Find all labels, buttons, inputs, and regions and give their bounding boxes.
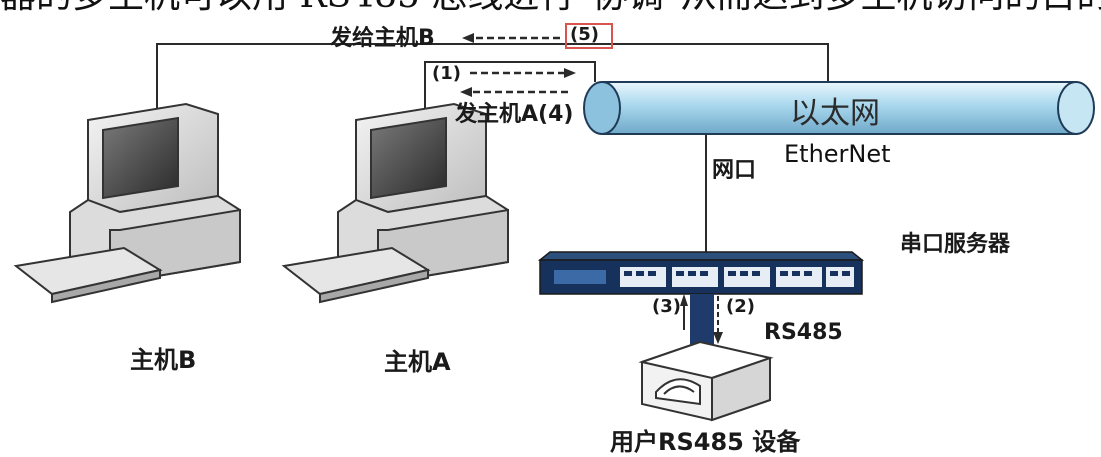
step3-label: (3) (652, 296, 681, 317)
arrow-head-step1 (564, 68, 576, 78)
header-text: 器的多主机可以用 RS485 总线进行"协调"从而达到多主机访问的目的。 (0, 0, 1101, 18)
serial-server (537, 251, 865, 295)
step5-label: (5) (570, 24, 599, 45)
host-b-computer (13, 102, 241, 304)
dashed-arrows (470, 36, 568, 94)
arrow-head-host-a (460, 87, 472, 97)
host-a-computer (281, 102, 509, 304)
step5-box (565, 23, 613, 49)
ethernet-label-en: EtherNet (784, 140, 891, 168)
host-a-label: 主机A (384, 348, 451, 376)
network-port-label: 网口 (712, 158, 757, 183)
user-rs485-device-label: 用户RS485 设备 (610, 428, 801, 456)
send-to-host-a-label: 发主机A(4) (455, 102, 574, 127)
step2-label: (2) (726, 296, 755, 317)
host-b-ethernet-line (156, 43, 829, 118)
host-b-label: 主机B (130, 346, 197, 374)
connection-lines (156, 43, 829, 255)
rs485-link (680, 294, 723, 350)
rs485-device (638, 340, 774, 422)
arrow-head-host-b (462, 33, 474, 43)
send-to-host-b-label: 发给主机B (330, 26, 435, 51)
arrow-heads (460, 33, 576, 97)
step1-label: (1) (432, 63, 461, 84)
ethernet-pipe (583, 81, 1095, 135)
rs485-label: RS485 (764, 320, 843, 345)
host-a-ethernet-line (424, 61, 596, 118)
serial-server-label: 串口服务器 (900, 232, 1011, 257)
ethernet-label-cn: 以太网 (790, 96, 880, 131)
